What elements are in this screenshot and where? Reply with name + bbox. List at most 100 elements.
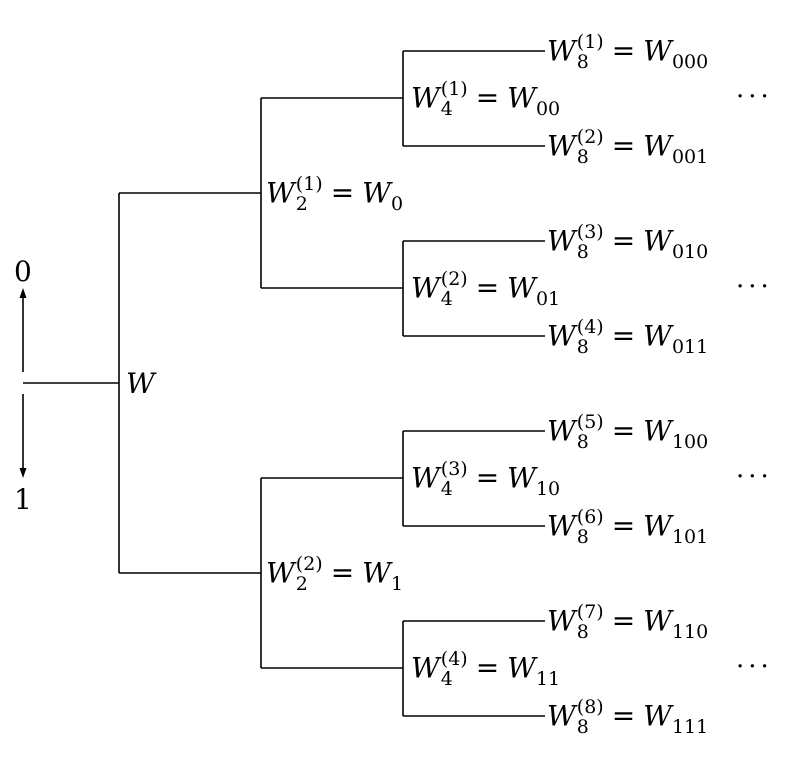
label-base: W (547, 129, 576, 163)
label-rhs-base: W (643, 224, 672, 258)
label-subscript: 4 (440, 97, 453, 120)
node-label-w2-1: W(1)2=W0 (266, 173, 404, 216)
label-superscript: (5) (576, 411, 604, 433)
label-base: W (547, 414, 576, 448)
ellipsis-4: ··· (736, 652, 773, 682)
label-base: W (266, 176, 295, 210)
label-script: (1)4 (440, 79, 468, 120)
label-subscript: 8 (576, 145, 589, 168)
label-superscript: (4) (576, 316, 604, 338)
node-label-w8-1: W(1)8=W000 (547, 31, 708, 73)
label-superscript: (3) (576, 221, 604, 243)
node-label-w4-4: W(4)4=W11 (411, 649, 560, 690)
label-rhs-subscript: 01 (535, 288, 561, 311)
label-equals: = (611, 34, 636, 68)
label-script: (7)8 (576, 601, 604, 643)
label-equals: = (611, 319, 636, 353)
label-rhs-subscript: 0 (390, 193, 404, 216)
node-label-w8-5: W(5)8=W100 (547, 411, 709, 454)
label-script: (6)8 (576, 506, 604, 548)
label-subscript: 8 (576, 620, 589, 643)
label-script: (3)8 (576, 221, 604, 263)
label-base: W (547, 34, 576, 68)
label-equals: = (611, 699, 636, 733)
label-rhs-subscript: 101 (671, 526, 709, 549)
label-base: W (411, 271, 440, 305)
label-equals: = (330, 556, 355, 590)
label-base: W (411, 651, 440, 685)
ellipsis-2: ··· (736, 272, 773, 302)
label-subscript: 2 (295, 572, 308, 595)
label-script: (4)8 (576, 316, 604, 358)
label-superscript: (3) (440, 458, 468, 480)
ellipsis-3: ··· (736, 462, 773, 492)
label-rhs-base: W (362, 176, 391, 210)
label-rhs-base: W (362, 556, 391, 590)
ellipsis-1: ··· (736, 82, 773, 112)
label-script: (1)2 (295, 173, 323, 215)
label-script: (2)2 (295, 553, 323, 595)
axis-up-arrowhead (19, 288, 27, 298)
label-rhs-base: W (643, 604, 672, 638)
node-label-w4-2: W(2)4=W01 (411, 269, 561, 311)
label-rhs-subscript: 00 (535, 98, 561, 121)
label-rhs-base: W (643, 414, 672, 448)
node-label-w8-4: W(4)8=W011 (547, 316, 709, 359)
label-superscript: (6) (576, 506, 604, 528)
root-label: W (126, 367, 155, 400)
label-superscript: (1) (295, 173, 323, 195)
label-equals: = (475, 461, 500, 495)
node-label-w8-6: W(6)8=W101 (547, 506, 709, 549)
label-subscript: 4 (440, 477, 453, 500)
label-equals: = (330, 176, 355, 210)
node-label-w4-1: W(1)4=W00 (411, 79, 561, 121)
label-rhs-base: W (643, 509, 672, 543)
label-subscript: 8 (576, 240, 589, 263)
label-equals: = (611, 509, 636, 543)
label-script: (1)8 (576, 31, 604, 73)
label-rhs-base: W (507, 271, 536, 305)
label-script: (5)8 (576, 411, 604, 453)
label-superscript: (2) (576, 126, 604, 148)
label-superscript: (1) (576, 31, 604, 53)
node-label-w8-2: W(2)8=W001 (547, 126, 708, 168)
label-rhs-subscript: 100 (671, 431, 709, 454)
label-superscript: (2) (295, 553, 323, 575)
label-superscript: (8) (576, 696, 604, 718)
label-rhs-base: W (643, 699, 672, 733)
label-equals: = (611, 224, 636, 258)
label-rhs-subscript: 10 (535, 478, 561, 501)
branch-lines (23, 50, 545, 717)
label-equals: = (611, 604, 636, 638)
node-label-w2-2: W(2)2=W1 (266, 553, 403, 595)
label-rhs-subscript: 011 (671, 336, 709, 359)
label-equals: = (475, 271, 500, 305)
label-base: W (547, 509, 576, 543)
label-rhs-base: W (643, 34, 672, 68)
label-script: (8)8 (576, 696, 604, 738)
label-script: (3)4 (440, 458, 468, 500)
label-subscript: 8 (576, 430, 589, 453)
label-subscript: 4 (440, 287, 453, 310)
label-subscript: 4 (440, 667, 453, 690)
label-base: W (547, 699, 576, 733)
label-base: W (547, 604, 576, 638)
node-label-w8-8: W(8)8=W111 (547, 696, 709, 739)
label-equals: = (611, 129, 636, 163)
label-superscript: (7) (576, 601, 604, 623)
label-rhs-subscript: 110 (671, 621, 709, 644)
label-base: W (547, 224, 576, 258)
label-rhs-base: W (643, 129, 672, 163)
label-equals: = (611, 414, 636, 448)
label-subscript: 8 (576, 525, 589, 548)
label-base: W (266, 556, 295, 590)
label-rhs-base: W (507, 81, 536, 115)
label-base: W (411, 81, 440, 115)
node-label-w8-7: W(7)8=W110 (547, 601, 709, 644)
label-rhs-base: W (507, 651, 536, 685)
label-script: (4)4 (440, 649, 468, 690)
label-subscript: 8 (576, 50, 589, 73)
label-rhs-subscript: 111 (671, 716, 709, 739)
axis-top-label: 0 (14, 255, 32, 288)
